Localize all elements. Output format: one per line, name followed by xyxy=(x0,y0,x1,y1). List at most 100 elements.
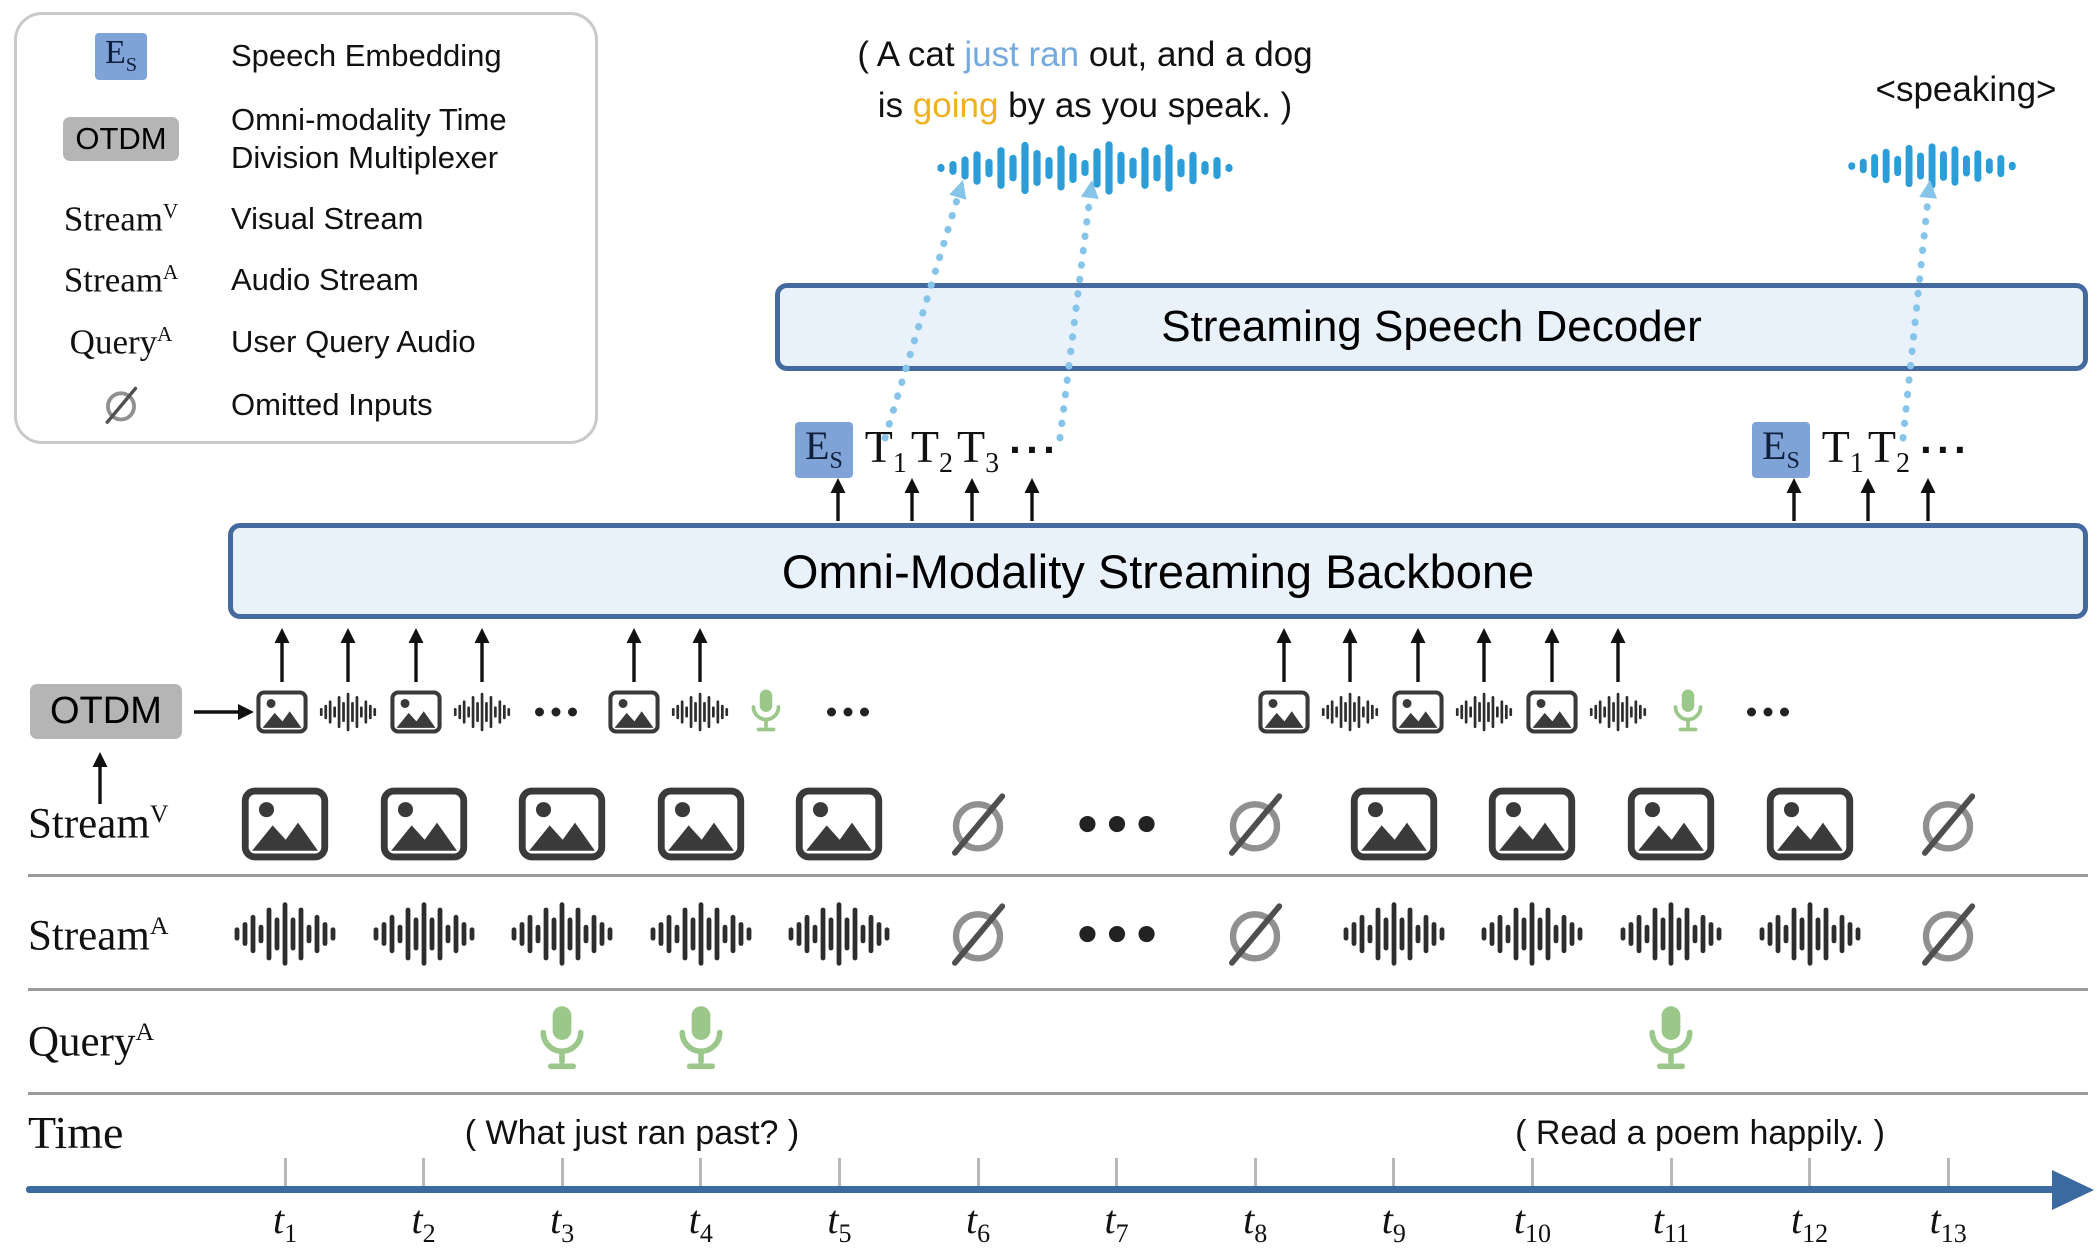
ellipsis-icon xyxy=(535,707,577,717)
audio-waveform-icon xyxy=(1480,901,1584,967)
legend-symbol: StreamV xyxy=(37,199,205,240)
waveform-icon xyxy=(1620,902,1722,966)
timeline-tick-label: t10 xyxy=(1513,1197,1551,1248)
waveform-icon xyxy=(671,692,729,732)
ellipsis-icon xyxy=(1078,925,1155,943)
image-icon xyxy=(256,690,308,734)
timeline-tick xyxy=(283,1158,287,1186)
image-icon xyxy=(1766,787,1853,861)
legend-symbol: ES xyxy=(37,33,205,81)
image-icon xyxy=(380,787,467,861)
backbone-label: Omni-Modality Streaming Backbone xyxy=(781,544,1535,598)
image-icon xyxy=(241,787,329,861)
otdm-waveform-icon xyxy=(1589,692,1647,732)
visual-image-icon xyxy=(380,787,468,861)
visual-empty-icon xyxy=(941,787,1015,861)
waveform-icon xyxy=(1343,902,1445,966)
waveform-icon xyxy=(234,902,336,966)
audio-waveform-icon xyxy=(1619,901,1723,967)
otdm-waveform-icon xyxy=(453,692,511,732)
timeline-tick xyxy=(1946,1158,1950,1186)
speech-text-part: is xyxy=(877,85,913,125)
otdm-ellipsis-icon xyxy=(1744,707,1792,718)
speech-line-1: ( A cat just ran out, and a dog xyxy=(857,30,1312,81)
visual-image-icon xyxy=(241,787,329,861)
visual-stream-label: StreamV xyxy=(28,799,169,848)
visual-image-icon xyxy=(1627,787,1715,861)
audio-waveform-icon xyxy=(787,901,891,967)
legend-label: Speech Embedding xyxy=(231,38,502,74)
text-token: T1 xyxy=(1821,421,1864,480)
visual-ellipsis-icon xyxy=(1074,815,1160,834)
image-icon xyxy=(1350,787,1437,861)
audio-stream-label: StreamA xyxy=(28,911,169,960)
timeline-tick xyxy=(699,1158,703,1186)
timeline-tick-label: t2 xyxy=(411,1197,436,1248)
query-mic-icon xyxy=(671,1003,731,1078)
timeline-tick xyxy=(1530,1158,1534,1186)
visual-image-icon xyxy=(1766,787,1854,861)
timeline-tick-label: t4 xyxy=(688,1197,713,1248)
timeline-tick-label: t8 xyxy=(1243,1197,1268,1248)
empty-set-icon xyxy=(1229,903,1283,966)
visual-image-icon xyxy=(657,787,745,861)
visual-image-icon xyxy=(1350,787,1438,861)
token-ellipsis: ··· xyxy=(1920,426,1971,474)
waveform-icon xyxy=(511,902,613,966)
speech-text-part: by as you speak. ) xyxy=(998,85,1293,125)
otdm-waveform-icon xyxy=(1321,692,1379,732)
timeline-tick xyxy=(837,1158,841,1186)
timeline-tick xyxy=(1115,1158,1119,1186)
waveform-icon xyxy=(1321,692,1379,732)
legend-item: ES Speech Embedding xyxy=(37,33,579,81)
timeline-tick-label: t5 xyxy=(827,1197,852,1248)
audio-ellipsis-icon xyxy=(1074,925,1160,944)
backbone-box: Omni-Modality Streaming Backbone xyxy=(228,523,2088,619)
legend-item: StreamA Audio Stream xyxy=(37,260,579,301)
timeline-tick-label: t9 xyxy=(1381,1197,1406,1248)
legend-label: Audio Stream xyxy=(231,262,419,298)
otdm-mic-icon xyxy=(746,687,786,737)
query-caption-left: ( What just ran past? ) xyxy=(464,1114,800,1152)
timeline-tick xyxy=(1253,1158,1257,1186)
legend-label: Omitted Inputs xyxy=(231,386,433,422)
divider-line xyxy=(28,1092,2088,1095)
mic-icon xyxy=(1649,1006,1693,1070)
audio-waveform-icon xyxy=(510,901,614,967)
timeline-tick xyxy=(422,1158,426,1186)
empty-set-icon xyxy=(105,386,138,424)
ellipsis-icon xyxy=(827,707,869,717)
audio-waveform-icon xyxy=(1342,901,1446,967)
legend-symbol: OTDM xyxy=(37,117,205,162)
query-mic-icon xyxy=(1641,1003,1701,1078)
audio-empty-icon xyxy=(941,897,1015,971)
visual-empty-icon xyxy=(1911,787,1985,861)
otdm-image-icon xyxy=(256,690,308,734)
image-icon xyxy=(1392,690,1444,734)
image-icon xyxy=(796,787,883,861)
ellipsis-icon xyxy=(1747,707,1789,717)
visual-image-icon xyxy=(795,787,883,861)
audio-empty-icon xyxy=(1218,897,1292,971)
query-caption-right: ( Read a poem happily. ) xyxy=(1515,1114,1885,1152)
empty-set-icon xyxy=(1922,903,1976,966)
otdm-image-icon xyxy=(1392,690,1444,734)
audio-waveform-icon xyxy=(372,901,476,967)
timeline-tick-label: t11 xyxy=(1652,1197,1690,1248)
timeline-tick xyxy=(976,1158,980,1186)
text-token: T2 xyxy=(910,421,954,480)
legend-symbol xyxy=(37,383,205,427)
empty-set-icon xyxy=(951,903,1006,966)
timeline-tick-label: t12 xyxy=(1791,1197,1829,1248)
text-token: T1 xyxy=(864,421,907,480)
speech-embedding-token: ES xyxy=(1752,421,1810,479)
speaking-tag: <speaking> xyxy=(1875,70,2057,109)
audio-empty-icon xyxy=(1911,897,1985,971)
speech-waveform-icon xyxy=(1848,143,2016,189)
timeline-tick-label: t1 xyxy=(272,1197,298,1248)
otdm-waveform-icon xyxy=(1455,692,1513,732)
text-token: T3 xyxy=(957,421,1000,480)
image-icon xyxy=(608,690,660,734)
legend-symbol: QueryA xyxy=(37,322,205,363)
